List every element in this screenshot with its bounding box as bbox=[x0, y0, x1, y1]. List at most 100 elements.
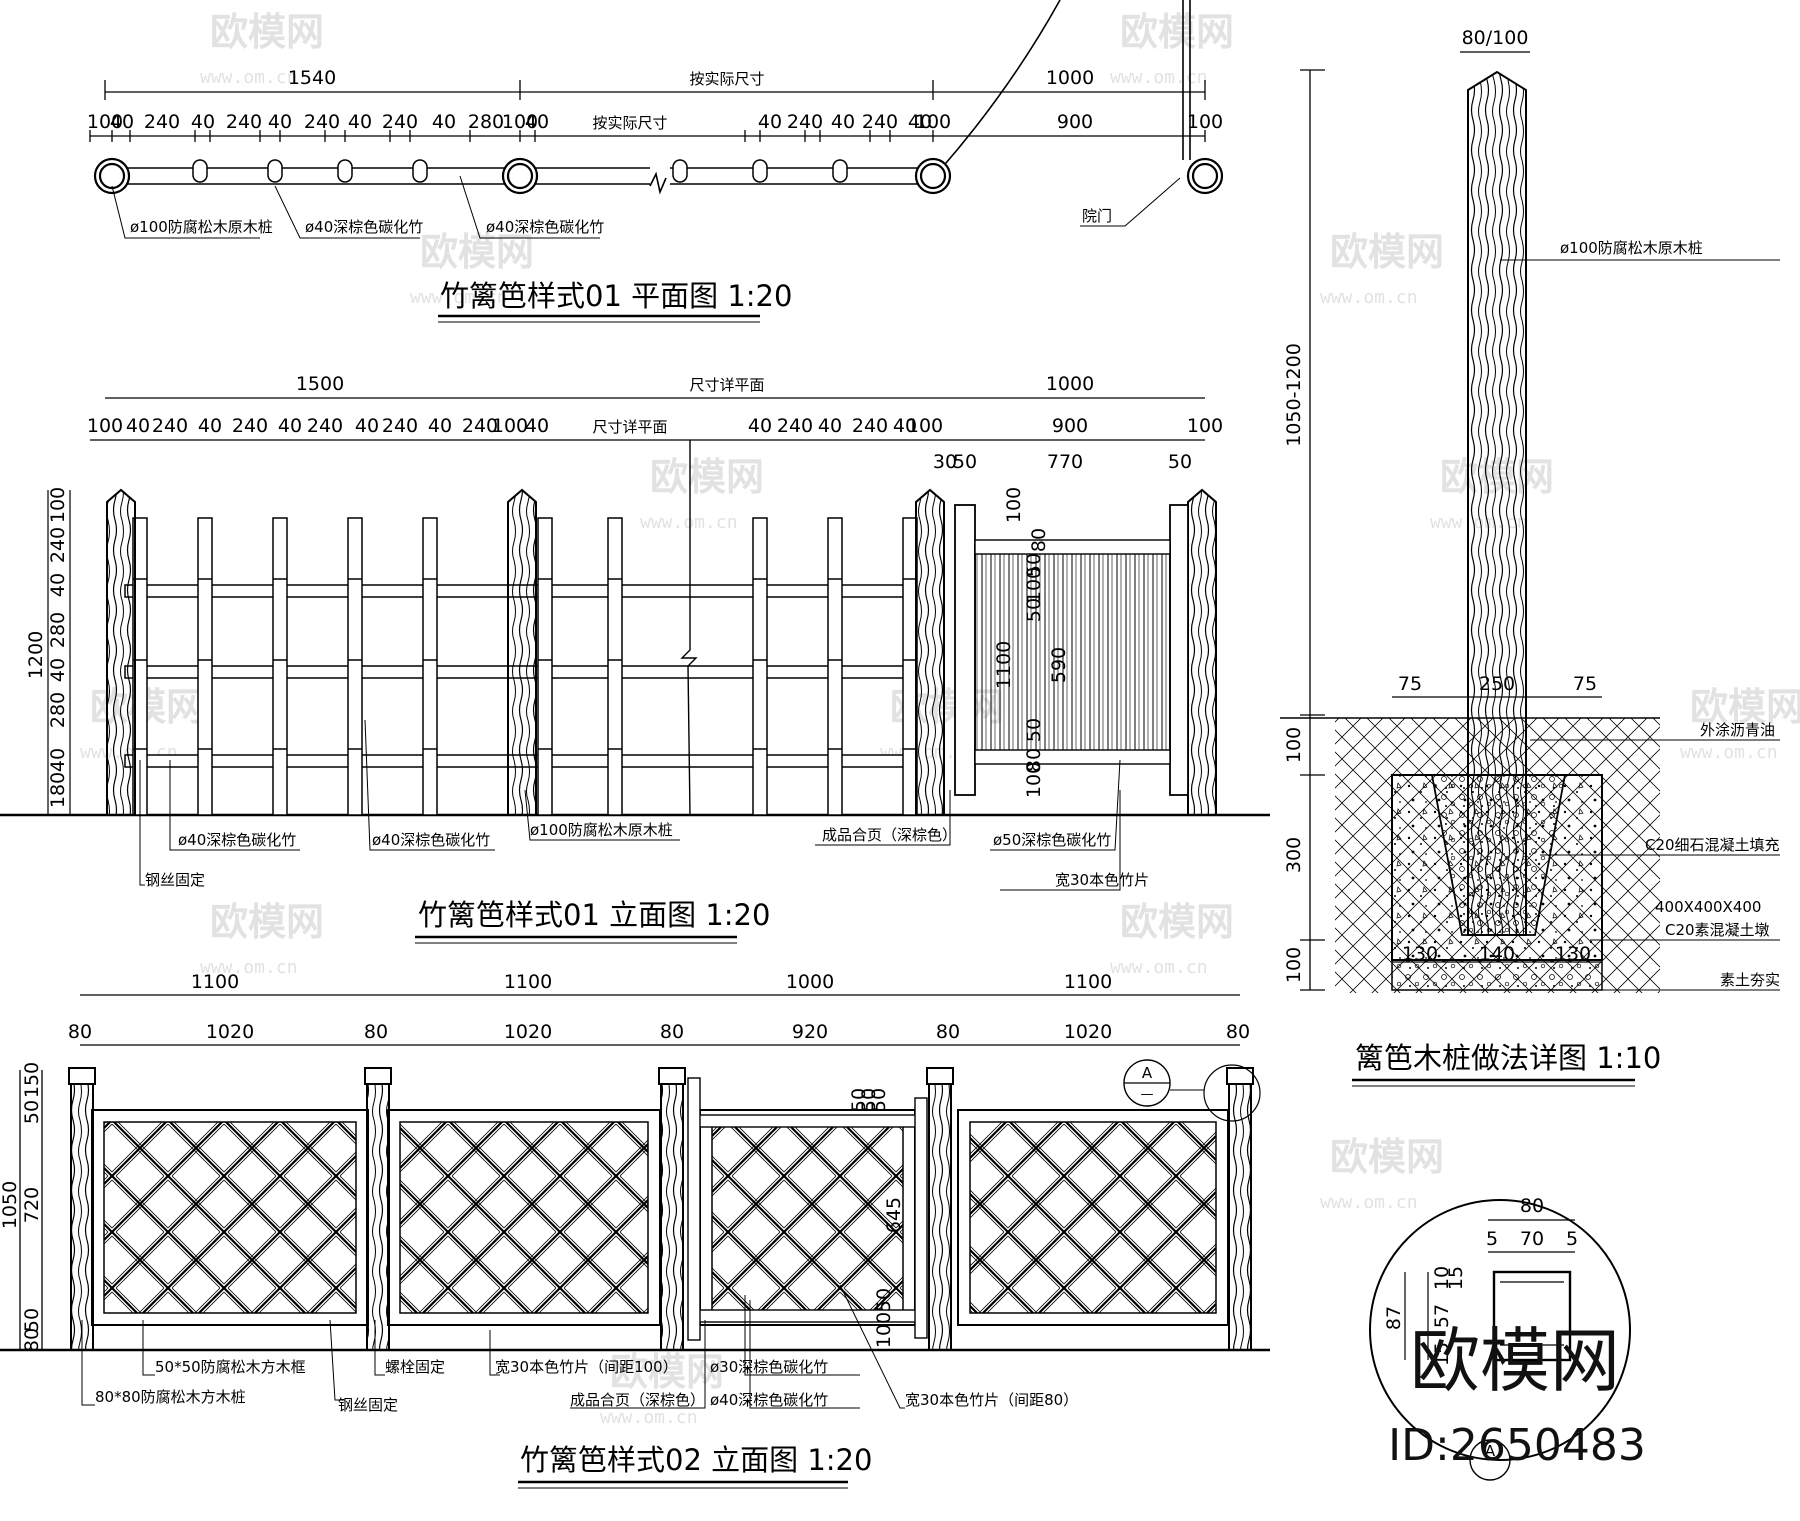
post-dim-250: 250 bbox=[1479, 673, 1515, 695]
elev01-dim-detail: 100 bbox=[87, 415, 123, 437]
elev02-gate-dim: 100 bbox=[873, 1312, 895, 1348]
plan-dim-detail: 40 bbox=[831, 111, 855, 133]
watermark-url: www.om.cn bbox=[640, 512, 738, 533]
watermark-text: 欧模网 bbox=[210, 900, 324, 944]
elev01-dim-detail: 240 bbox=[852, 415, 888, 437]
elev01-gate-dim: 100 bbox=[1003, 487, 1025, 523]
elev01-label-post: ø100防腐松木原木桩 bbox=[530, 821, 673, 839]
post-detail: 80/100 1050-1200 100 300 100 75 250 75 1… bbox=[1280, 27, 1780, 1087]
elev02-label-hinge: 成品合页（深棕色） bbox=[570, 1391, 705, 1409]
watermark-text: 欧模网 bbox=[1330, 1135, 1444, 1179]
plan-dim-detail: 100 bbox=[915, 111, 951, 133]
watermark-url: www.om.cn bbox=[1110, 67, 1208, 88]
post-dim-height: 1050-1200 bbox=[1283, 343, 1305, 447]
plan-dim-detail: 按实际尺寸 bbox=[592, 114, 667, 132]
elev01-dim-total: 1200 bbox=[25, 631, 47, 679]
elev02-dim-detail: 80 bbox=[364, 1021, 388, 1043]
elev01-title: 竹篱笆样式01 立面图 1:20 bbox=[418, 898, 770, 932]
elev01-label-bamboo-50: ø50深棕色碳化竹 bbox=[993, 831, 1111, 849]
elev01-dim-height: 180 bbox=[47, 772, 69, 808]
elev01-dim-detail: 900 bbox=[1052, 415, 1088, 437]
section-a-detail: 80 5 70 5 87 10 15 57 15 A bbox=[1369, 1195, 1631, 1481]
plan-dim-detail: 100 bbox=[87, 111, 123, 133]
elev01-label-strip: 宽30本色竹片 bbox=[1055, 871, 1149, 889]
elev01-dim-detail: 40 bbox=[748, 415, 772, 437]
elev01-gate-dim: 770 bbox=[1047, 451, 1083, 473]
plan-title: 竹篱笆样式01 平面图 1:20 bbox=[440, 279, 792, 313]
elev02-gate-dim: 50 bbox=[858, 1088, 880, 1112]
elev02-dim-detail: 1020 bbox=[504, 1021, 552, 1043]
elev02-dim-detail: 1020 bbox=[206, 1021, 254, 1043]
elev01-dim-detail: 40 bbox=[355, 415, 379, 437]
post-dim-75b: 75 bbox=[1573, 673, 1597, 695]
brand-logo-text: 欧模网 bbox=[1410, 1320, 1620, 1402]
watermark-text: 欧模网 bbox=[1330, 230, 1444, 274]
elev02-title: 竹篱笆样式02 立面图 1:20 bbox=[520, 1443, 872, 1477]
elev02-dim-height: 80 bbox=[21, 1328, 43, 1352]
elev02-label-wire: 钢丝固定 bbox=[338, 1396, 398, 1414]
sec-a-dim-70: 70 bbox=[1520, 1228, 1544, 1250]
elev02-label-frame: 50*50防腐松木方木框 bbox=[155, 1358, 306, 1376]
plan-leaders bbox=[111, 175, 1181, 239]
elev01-gate-dim: 50 bbox=[1023, 553, 1045, 577]
watermark-url: www.om.cn bbox=[1110, 957, 1208, 978]
sec-a-mark: A bbox=[1485, 1442, 1496, 1460]
elev02-label-strip-80: 宽30本色竹片（间距80） bbox=[905, 1391, 1078, 1409]
watermark-url: www.om.cn bbox=[1320, 1192, 1418, 1213]
plan-dim-detail: 240 bbox=[862, 111, 898, 133]
watermark-text: 欧模网 bbox=[1690, 685, 1800, 729]
sec-a-dim-5b: 5 bbox=[1566, 1228, 1578, 1250]
elev01-dim-detail: 240 bbox=[382, 415, 418, 437]
elev02-dim-detail: 920 bbox=[792, 1021, 828, 1043]
elev01-dim-height: 280 bbox=[47, 692, 69, 728]
elev01-gate-dim: 1100 bbox=[993, 641, 1015, 689]
plan-dim-detail: 40 bbox=[432, 111, 456, 133]
elev01-dim-height: 40 bbox=[47, 658, 69, 682]
plan-label-bamboo-1: ø40深棕色碳化竹 bbox=[305, 218, 423, 236]
post-dim-130b: 130 bbox=[1555, 943, 1591, 965]
sec-a-dim-87: 87 bbox=[1383, 1306, 1405, 1330]
elev02-label-bamboo-30: ø30深棕色碳化竹 bbox=[710, 1358, 828, 1376]
watermark-url: www.om.cn bbox=[200, 957, 298, 978]
post-dim-300: 300 bbox=[1283, 837, 1305, 873]
post-dim-100b: 100 bbox=[1283, 947, 1305, 983]
watermark-layer: 欧模网 www.om.cn 欧模网 www.om.cn 欧模网 www.om.cn 欧模网 w… bbox=[80, 10, 1800, 1428]
elev02-gate-dim: 645 bbox=[883, 1197, 905, 1233]
elev02-label-bolt: 螺栓固定 bbox=[385, 1358, 445, 1376]
elev01-dim-detail: 40 bbox=[818, 415, 842, 437]
elev02-dim-overall: 1000 bbox=[786, 971, 834, 993]
plan-label-gate: 院门 bbox=[1082, 207, 1112, 225]
post-label-asphalt: 外涂沥青油 bbox=[1700, 721, 1775, 739]
plan-dim-detail: 40 bbox=[348, 111, 372, 133]
elev02-gate-dim: 50 bbox=[848, 1088, 870, 1112]
elev01-dim-height: 40 bbox=[47, 748, 69, 772]
elev01-dim-1000: 1000 bbox=[1046, 373, 1094, 395]
elev02-label-bamboo-40: ø40深棕色碳化竹 bbox=[710, 1391, 828, 1409]
plan-dim-actual: 按实际尺寸 bbox=[689, 70, 764, 88]
plan-dim-detail: 100 bbox=[502, 111, 538, 133]
watermark-text: 欧模网 bbox=[1120, 10, 1234, 54]
elev02-dim-height: 720 bbox=[21, 1187, 43, 1223]
elev01-label-hinge: 成品合页（深棕色） bbox=[822, 826, 957, 844]
plan-dim-detail: 240 bbox=[226, 111, 262, 133]
elev02-dim-detail: 1020 bbox=[1064, 1021, 1112, 1043]
post-dim-100a: 100 bbox=[1283, 727, 1305, 763]
post-dim-75a: 75 bbox=[1398, 673, 1422, 695]
watermark-text: 欧模网 bbox=[1120, 900, 1234, 944]
sec-a-dim-10: 10 bbox=[1431, 1266, 1453, 1290]
plan-dim-detail: 900 bbox=[1057, 111, 1093, 133]
post-label-log: ø100防腐松木原木桩 bbox=[1560, 239, 1703, 257]
plan-dim-detail: 40 bbox=[525, 111, 549, 133]
elev01-dim-height: 240 bbox=[47, 527, 69, 563]
elev01-dim-height: 280 bbox=[47, 612, 69, 648]
elev01-gate-dim: 80 bbox=[1028, 528, 1050, 552]
elev01-gate-dim: 590 bbox=[1048, 647, 1070, 683]
plan-dim-1540: 1540 bbox=[288, 67, 336, 89]
elev02-dim-detail: 80 bbox=[660, 1021, 684, 1043]
